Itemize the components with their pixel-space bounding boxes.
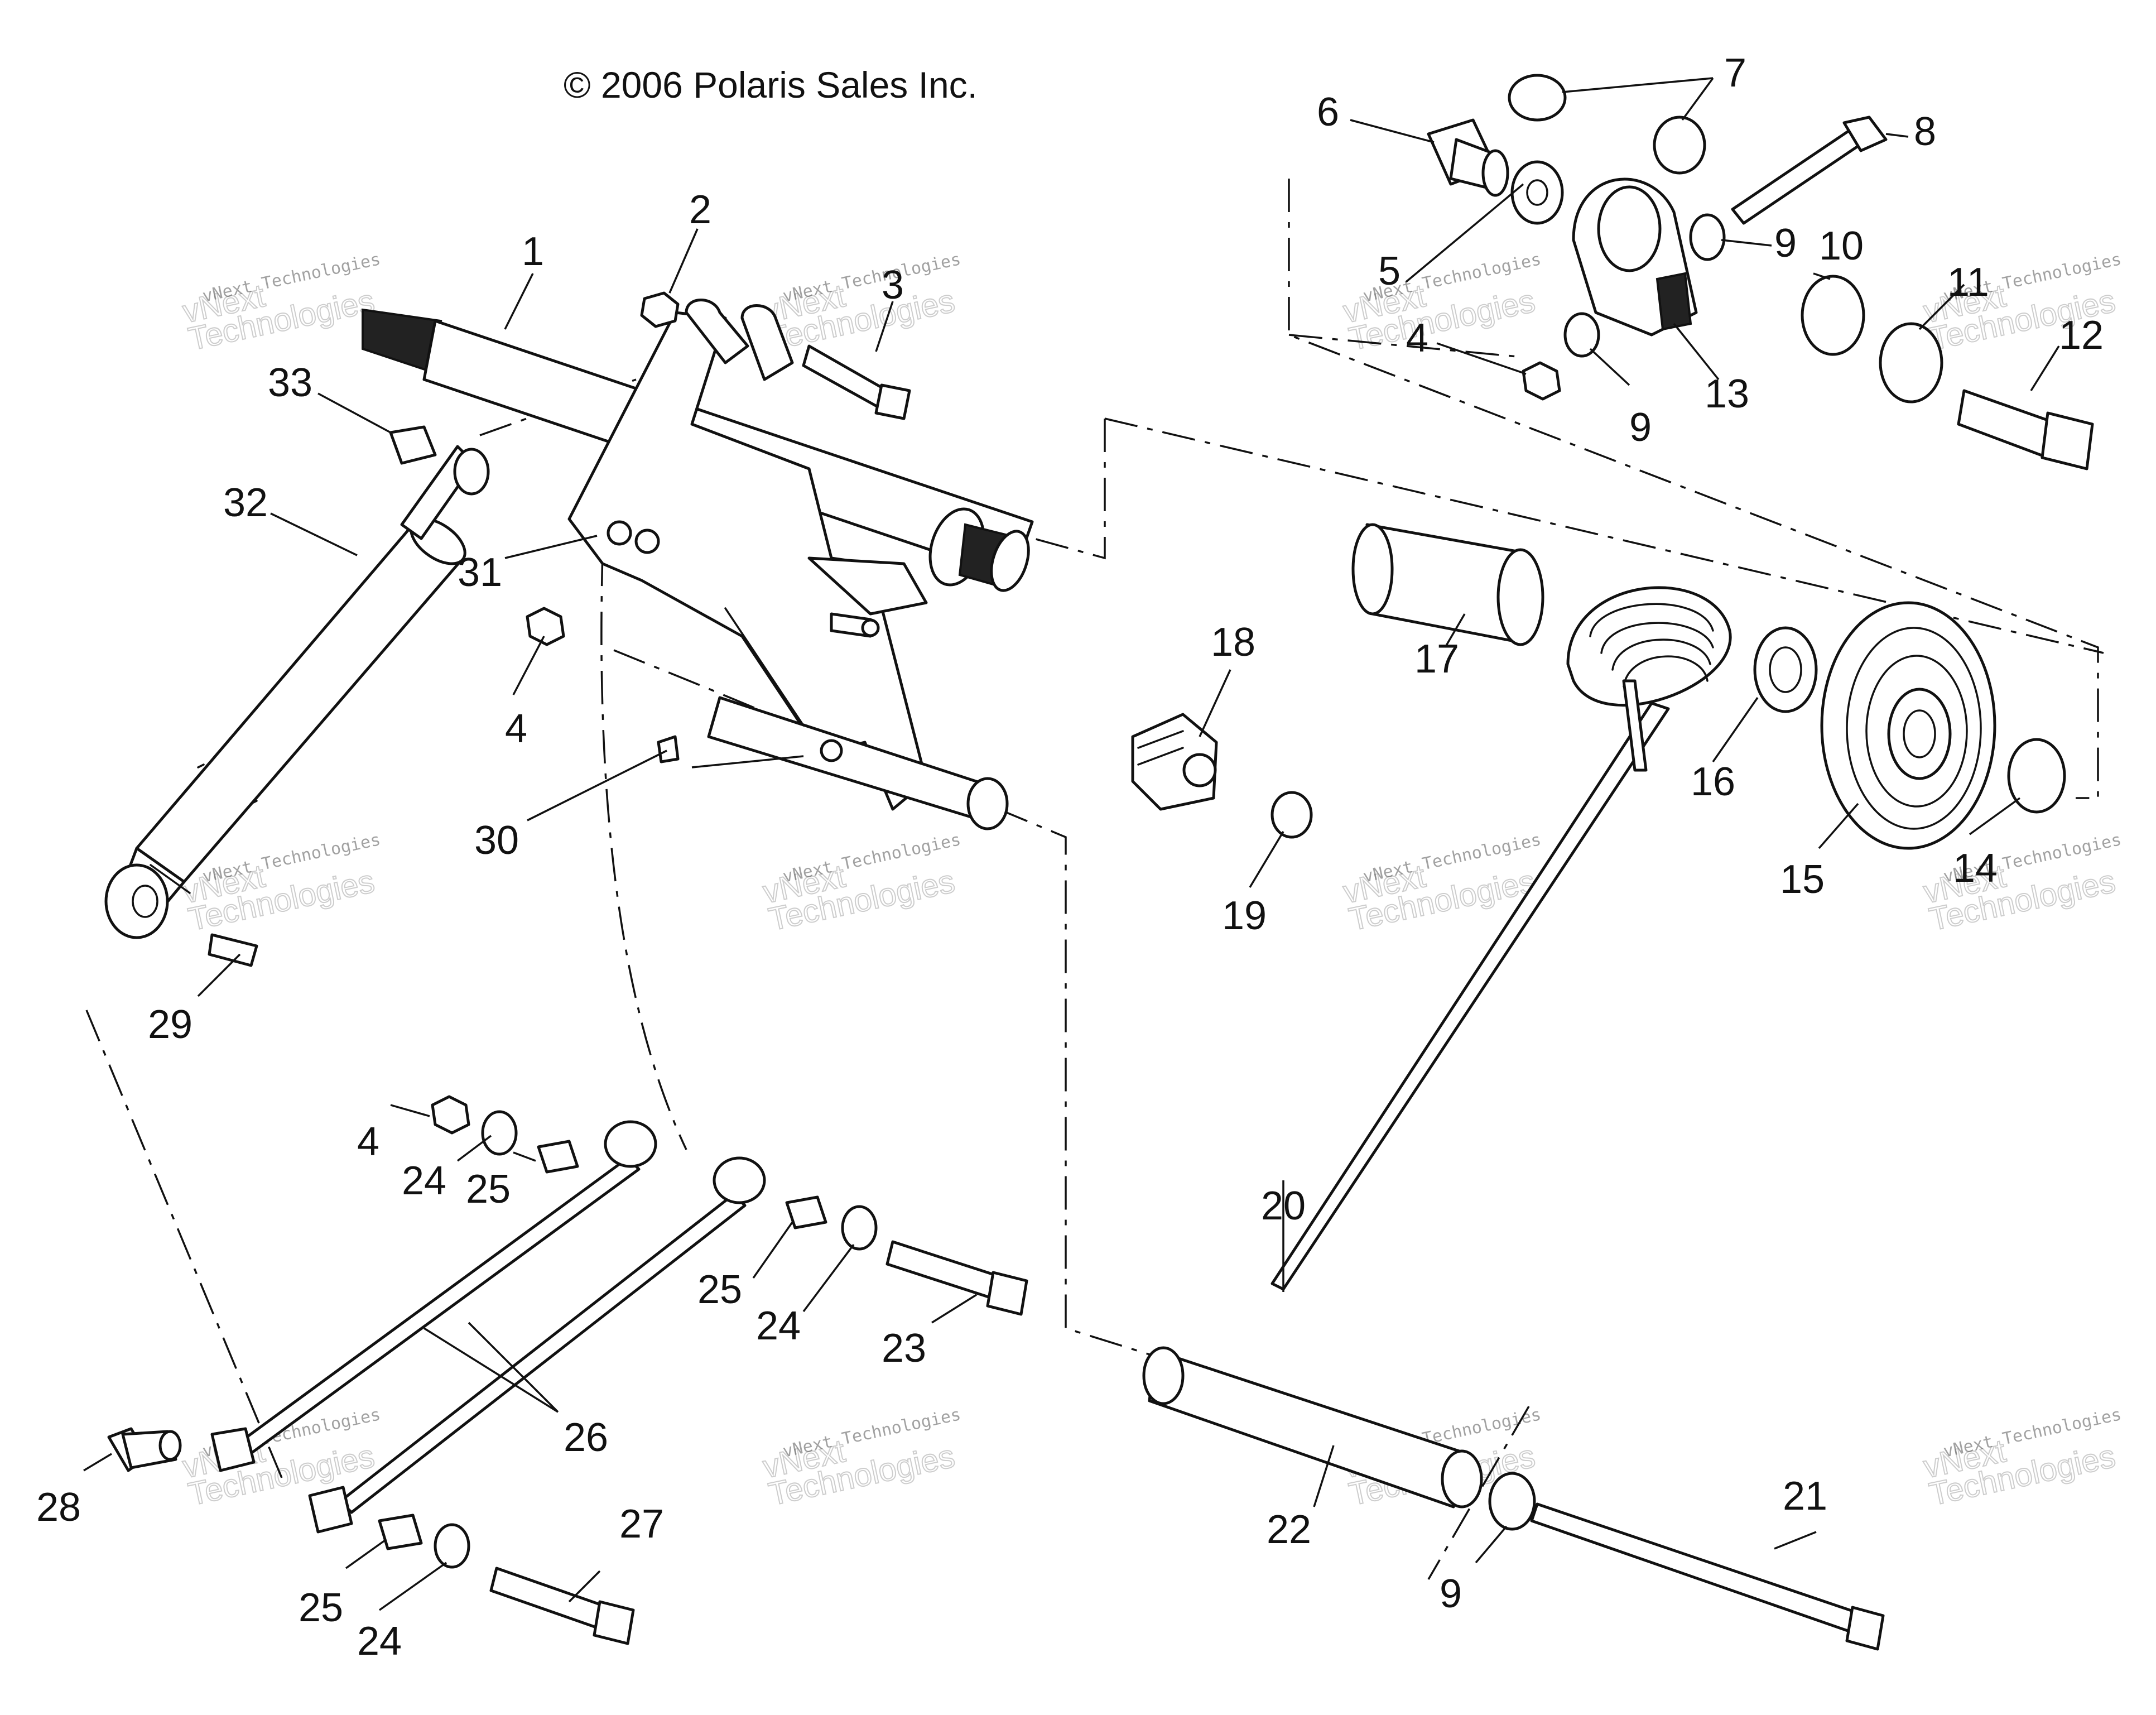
callout-30: 30 [474,818,519,863]
callout-23: 23 [882,1326,926,1371]
callout-14: 14 [1953,846,1998,891]
callout-27: 27 [619,1502,664,1546]
callout-6: 6 [1317,90,1339,134]
leader-lines [83,77,2060,1611]
bushing-7-left [1508,74,1567,122]
callouts: 1 2 3 4 5 6 7 8 9 10 11 12 13 4 9 14 15 … [36,51,2104,1664]
callout-24-right: 24 [756,1304,801,1348]
callout-7: 7 [1724,51,1746,95]
bushing-25-right [785,1195,827,1229]
pin-29 [208,933,258,967]
callout-25-bottom: 25 [299,1586,343,1630]
bushing-14 [2007,738,2066,814]
washer-24-left [481,1110,518,1156]
callout-13: 13 [1705,372,1749,416]
nut-4-lower [431,1095,470,1135]
swing-arm-bracket [567,299,1009,830]
callout-20: 20 [1261,1184,1306,1228]
callout-9-top: 9 [1774,221,1797,266]
callout-18: 18 [1211,620,1255,665]
callout-4-upper: 4 [1406,316,1428,361]
callout-8: 8 [1914,109,1936,154]
nut-4-upper [1522,361,1561,401]
bushing-33 [389,425,437,465]
idler-wheel-15 [1820,601,1996,850]
callout-15: 15 [1780,857,1825,902]
callout-31: 31 [458,550,502,595]
copyright-text: © 2006 Polaris Sales Inc. [564,64,978,105]
callout-28: 28 [36,1485,81,1530]
callout-24-left: 24 [402,1159,446,1203]
callout-11: 11 [1947,260,1989,305]
callout-25-right: 25 [697,1267,742,1312]
washer-11 [1879,322,1943,403]
bushing-25-bottom [378,1514,423,1550]
callout-2: 2 [689,188,711,232]
washer-24-right [841,1205,878,1251]
callout-9-bottom: 9 [1440,1572,1462,1616]
bolt-23 [886,1240,1028,1316]
callout-5: 5 [1378,249,1401,294]
flanged-bushing-6 [1427,118,1509,197]
bolt-8 [1731,116,1888,225]
washer-10 [1801,275,1865,356]
shock-absorber-32 [104,445,490,939]
long-bolt-21 [1530,1502,1885,1651]
torsion-spring-20 [1270,586,1732,1291]
grease-fitting-30 [657,735,680,763]
callout-4-lower: 4 [357,1120,379,1164]
bolt-27 [489,1567,635,1645]
callout-29: 29 [148,1002,192,1047]
flanged-bushing-28 [107,1427,182,1472]
callout-10: 10 [1819,224,1864,268]
link-rods-26 [210,1120,766,1534]
callout-22: 22 [1267,1507,1311,1552]
washer-5 [1510,160,1564,225]
callout-33: 33 [268,361,312,405]
bushing-7-right [1653,116,1706,175]
callout-32: 32 [223,481,268,525]
callout-17: 17 [1414,637,1459,681]
adjuster-cam-13 [1572,177,1698,337]
bolt-3 [802,344,911,420]
washer-19 [1270,791,1313,839]
nut-4-mid [526,607,565,646]
washer-24-bottom [434,1523,470,1569]
callout-24-bottom: 24 [357,1619,402,1664]
clip-18 [1131,713,1218,811]
callout-21: 21 [1783,1474,1827,1519]
callout-26: 26 [564,1415,608,1460]
callout-19: 19 [1222,893,1267,938]
nut-2 [640,291,680,328]
callout-12: 12 [2059,313,2104,358]
washer-9-bottom [1488,1472,1536,1531]
callout-9-mid: 9 [1629,405,1652,450]
washer-9-top [1689,213,1726,261]
callout-1: 1 [522,229,544,274]
shoulder-bolt-12 [1957,389,2094,470]
tube-22 [1142,1346,1483,1509]
washer-9-mid [1563,312,1600,358]
callout-3: 3 [882,263,904,308]
callout-16: 16 [1691,760,1735,804]
washer-16 [1753,626,1818,713]
callout-4-mid: 4 [505,707,527,751]
bushing-25-left [537,1140,579,1174]
sleeve-17 [1351,523,1544,646]
callout-25-left: 25 [466,1167,511,1212]
